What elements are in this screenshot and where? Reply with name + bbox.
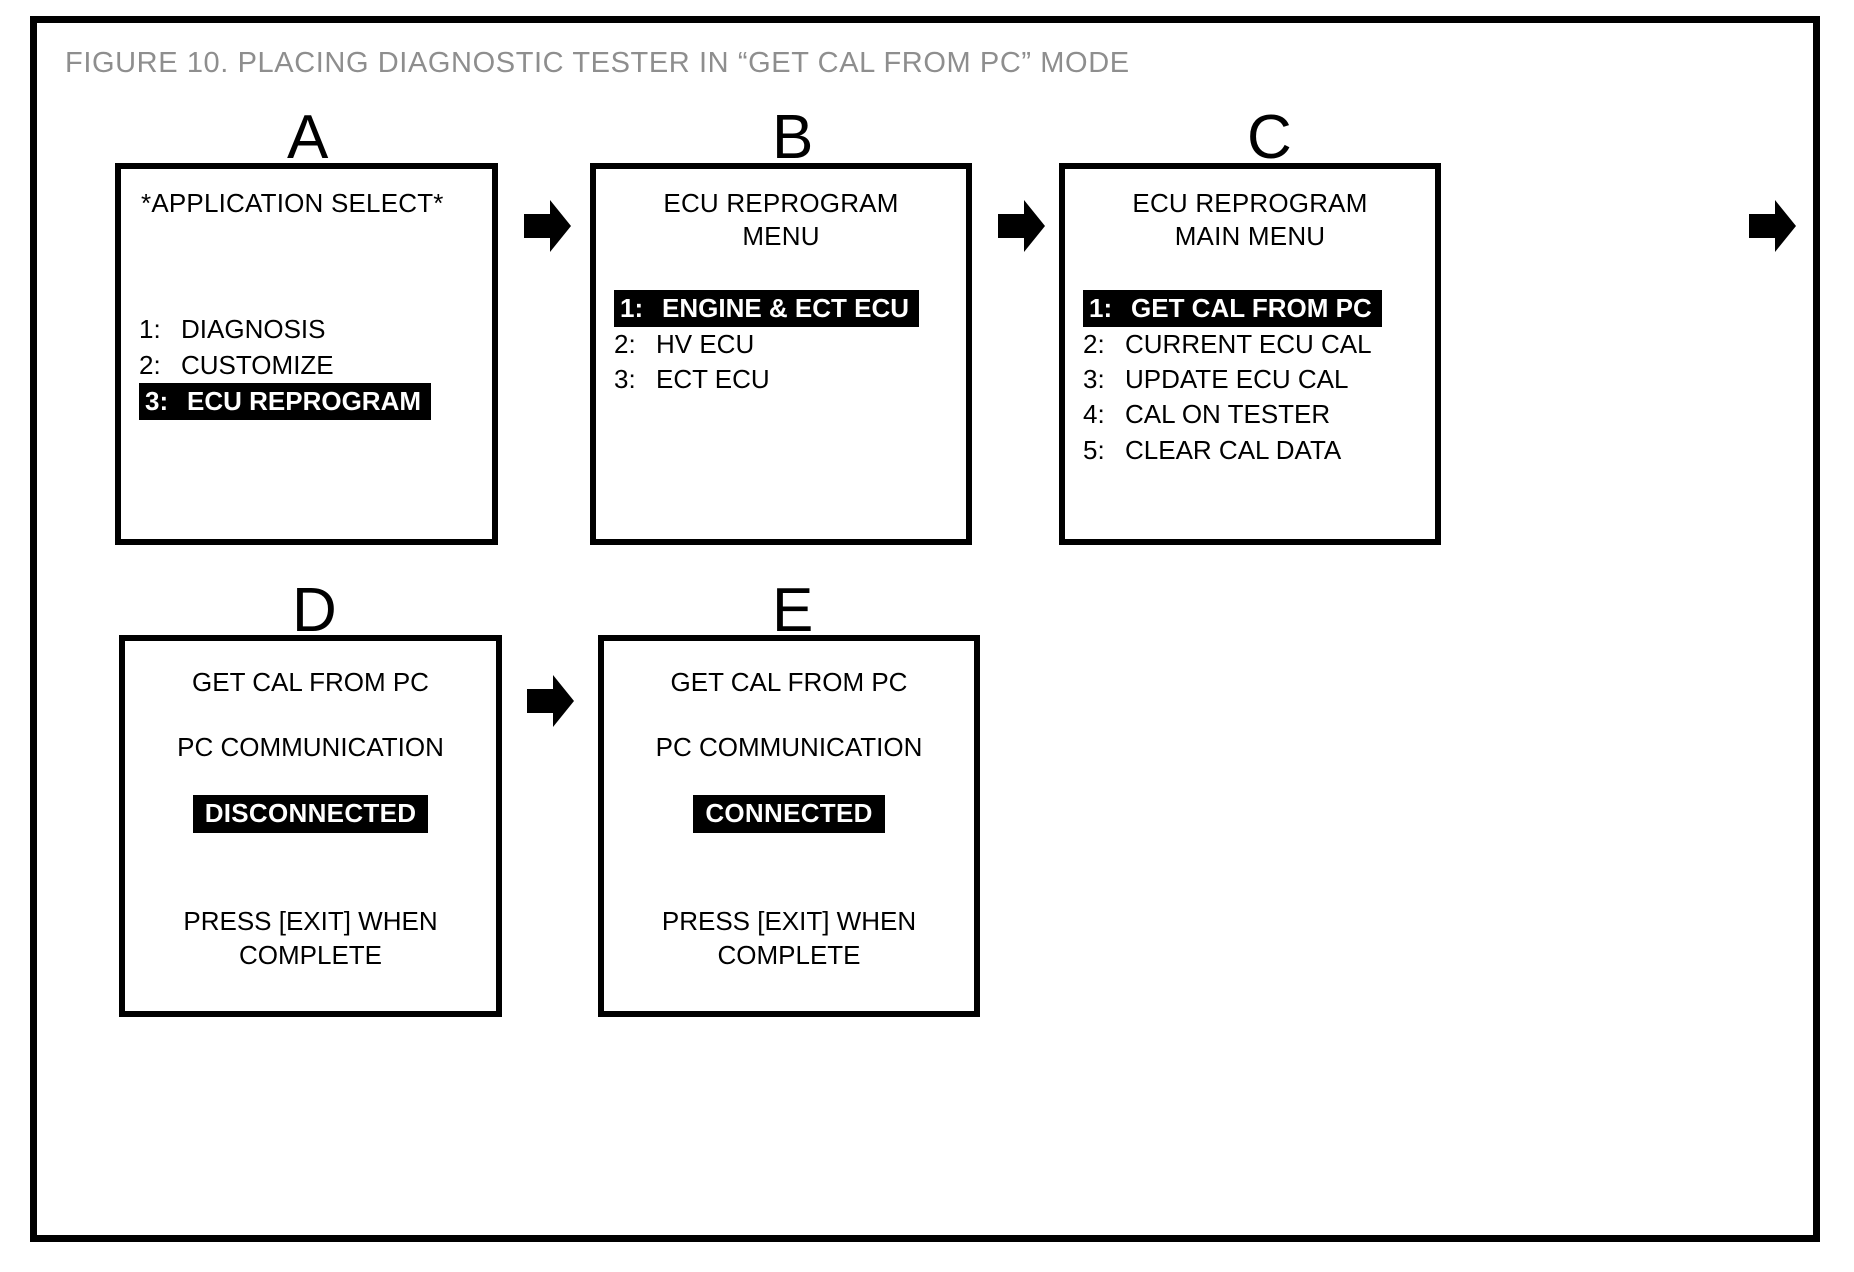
panel-e-line2: PC COMMUNICATION (655, 732, 923, 762)
arrow-a-to-b-icon (524, 198, 572, 254)
menu-item-engine-ect-ecu[interactable]: 1: ENGINE & ECT ECU (614, 289, 920, 327)
panel-letter-e: E (772, 576, 814, 645)
screen-panel-a: *APPLICATION SELECT* 1: DIAGNOSIS 2: CUSTO… (115, 163, 498, 545)
menu-item-get-cal-from-pc[interactable]: 1: GET CAL FROM PC (1083, 289, 1382, 327)
screen-panel-c: ECU REPROGRAM MAIN MENU 1: GET CAL FROM P… (1059, 163, 1441, 545)
menu-item-get-cal-from-pc-row: 1: GET CAL FROM PC (1083, 289, 1421, 327)
menu-item-label: CAL ON TESTER (1125, 399, 1331, 430)
menu-item-ect-ecu[interactable]: 3: ECT ECU (614, 362, 952, 397)
menu-item-number: 3: (614, 364, 636, 395)
panel-letter-c: C (1247, 103, 1292, 172)
panel-b-menu: 1: ENGINE & ECT ECU 2: HV ECU 3: ECT ECU (596, 289, 966, 398)
panel-e-status-wrap: CONNECTED (604, 795, 974, 833)
panel-d-status-wrap: DISCONNECTED (125, 795, 496, 833)
panel-letter-a: A (287, 103, 329, 172)
menu-item-label: CURRENT ECU CAL (1125, 328, 1372, 359)
panel-d-line2: PC COMMUNICATION (177, 732, 444, 762)
panel-d-footer-line2: COMPLETE (238, 939, 383, 970)
menu-item-label: DIAGNOSIS (181, 314, 326, 345)
menu-item-label: ECT ECU (656, 364, 770, 395)
panel-letter-b: B (772, 103, 814, 172)
panel-b-title-line2: MENU (742, 221, 820, 252)
panel-e-line1: GET CAL FROM PC (670, 667, 908, 697)
menu-item-label: ENGINE & ECT ECU (662, 292, 910, 323)
menu-item-cal-on-tester[interactable]: 4: CAL ON TESTER (1083, 397, 1421, 432)
menu-item-label: CLEAR CAL DATA (1125, 434, 1342, 465)
panel-c-title-line2: MAIN MENU (1174, 221, 1326, 252)
arrow-c-to-d-icon (1749, 198, 1797, 254)
menu-item-number: 1: (139, 314, 161, 345)
menu-item-number: 2: (614, 328, 636, 359)
menu-item-customize[interactable]: 2: CUSTOMIZE (139, 348, 478, 383)
menu-item-number: 3: (1083, 364, 1105, 395)
menu-item-label: HV ECU (656, 328, 755, 359)
menu-item-label: CUSTOMIZE (181, 349, 334, 380)
menu-item-number: 2: (139, 349, 161, 380)
menu-item-label: GET CAL FROM PC (1131, 292, 1372, 323)
menu-item-engine-ect-ecu-row: 1: ENGINE & ECT ECU (614, 289, 952, 327)
panel-b-title: ECU REPROGRAM MENU (596, 187, 966, 254)
menu-item-number: 3: (145, 385, 169, 416)
menu-item-current-ecu-cal[interactable]: 2: CURRENT ECU CAL (1083, 327, 1421, 362)
status-badge-disconnected: DISCONNECTED (192, 795, 429, 833)
panel-e-footer-line2: COMPLETE (717, 939, 861, 970)
figure-frame: FIGURE 10. PLACING DIAGNOSTIC TESTER IN … (30, 16, 1820, 1242)
panel-c-title: ECU REPROGRAM MAIN MENU (1065, 187, 1435, 254)
menu-item-ecu-reprogram[interactable]: 3: ECU REPROGRAM (139, 382, 432, 421)
screen-panel-d: GET CAL FROM PC PC COMMUNICATION DISCONN… (119, 635, 502, 1017)
menu-item-label: ECU REPROGRAM (187, 385, 422, 416)
panel-b-title-line1: ECU REPROGRAM (663, 188, 899, 218)
menu-item-hv-ecu[interactable]: 2: HV ECU (614, 327, 952, 362)
panel-c-title-line1: ECU REPROGRAM (1132, 188, 1368, 218)
menu-item-number: 5: (1083, 434, 1105, 465)
figure-title: FIGURE 10. PLACING DIAGNOSTIC TESTER IN … (65, 47, 1130, 79)
status-badge-connected: CONNECTED (693, 795, 885, 833)
menu-item-number: 1: (620, 292, 644, 323)
arrow-d-to-e-icon (527, 673, 575, 729)
panel-e-footer-line1: PRESS [EXIT] WHEN (661, 906, 917, 936)
screen-panel-b: ECU REPROGRAM MENU 1: ENGINE & ECT ECU 2:… (590, 163, 972, 545)
panel-letter-d: D (292, 576, 337, 645)
arrow-b-to-c-icon (998, 198, 1046, 254)
menu-item-number: 2: (1083, 328, 1105, 359)
menu-item-number: 4: (1083, 399, 1105, 430)
panel-d-footer-line1: PRESS [EXIT] WHEN (183, 906, 438, 936)
menu-item-update-ecu-cal[interactable]: 3: UPDATE ECU CAL (1083, 362, 1421, 397)
menu-item-number: 1: (1089, 292, 1113, 323)
menu-item-label: UPDATE ECU CAL (1125, 364, 1349, 395)
panel-c-menu: 1: GET CAL FROM PC 2: CURRENT ECU CAL 3: UP… (1065, 289, 1435, 468)
screen-panel-e: GET CAL FROM PC PC COMMUNICATION CONNECT… (598, 635, 980, 1017)
panel-a-menu: 1: DIAGNOSIS 2: CUSTOMIZE 3: ECU REPROGRAM (121, 312, 492, 421)
panel-e-footer: PRESS [EXIT] WHEN COMPLETE (604, 905, 974, 973)
menu-item-diagnosis[interactable]: 1: DIAGNOSIS (139, 312, 478, 347)
panel-d-line1: GET CAL FROM PC (192, 667, 429, 697)
panel-a-title: *APPLICATION SELECT* (141, 188, 444, 218)
panel-d-footer: PRESS [EXIT] WHEN COMPLETE (125, 905, 496, 973)
menu-item-ecu-reprogram-row: 3: ECU REPROGRAM (139, 382, 478, 421)
menu-item-clear-cal-data[interactable]: 5: CLEAR CAL DATA (1083, 433, 1421, 468)
